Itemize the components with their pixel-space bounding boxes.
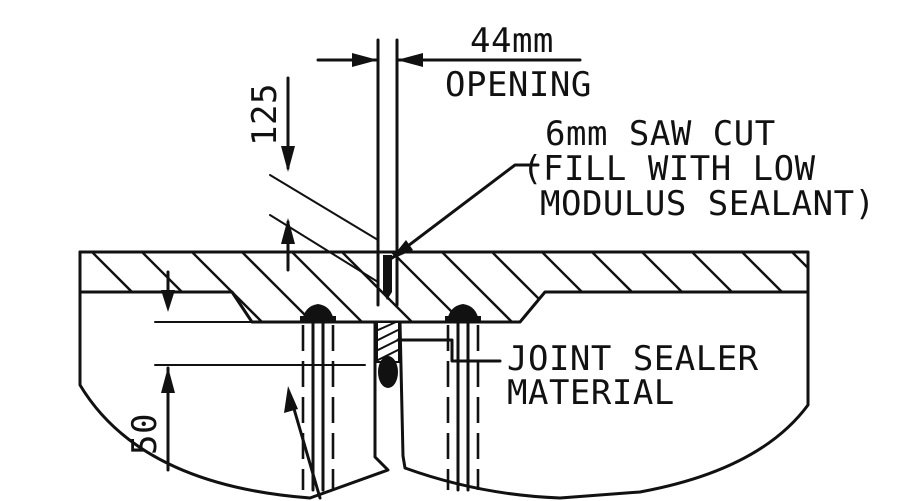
joint-sealer-note-line-2: MATERIAL: [507, 373, 675, 413]
opening-dimension: 44mm OPENING: [316, 21, 592, 105]
left-anchor-bolt: [300, 304, 336, 492]
left-base-slab: [78, 290, 390, 500]
dimension-50: 50: [125, 364, 366, 472]
step-dimension: [154, 270, 256, 323]
saw-cut: [376, 38, 399, 307]
joint-sealer: [376, 321, 400, 388]
opening-label: OPENING: [445, 65, 592, 105]
joint-sealer-note: JOINT SEALER MATERIAL: [396, 338, 759, 413]
saw-cut-note-line-2: (FILL WITH LOW: [522, 149, 816, 189]
dimension-125: 125: [245, 76, 379, 283]
saw-cut-note-line-1: 6mm SAW CUT: [545, 114, 776, 154]
saw-cut-note: 6mm SAW CUT (FILL WITH LOW MODULUS SEALA…: [390, 114, 876, 260]
dimension-50-value: 50: [125, 413, 165, 455]
dowel-leader: [284, 386, 322, 500]
joint-sealer-note-line-1: JOINT SEALER: [507, 339, 759, 379]
right-base-slab: [398, 290, 810, 500]
saw-cut-note-line-3: MODULUS SEALANT): [540, 184, 876, 224]
right-anchor-bolt: [445, 304, 481, 492]
dimension-125-value: 125: [245, 83, 285, 146]
opening-dimension-value: 44mm: [470, 21, 554, 61]
